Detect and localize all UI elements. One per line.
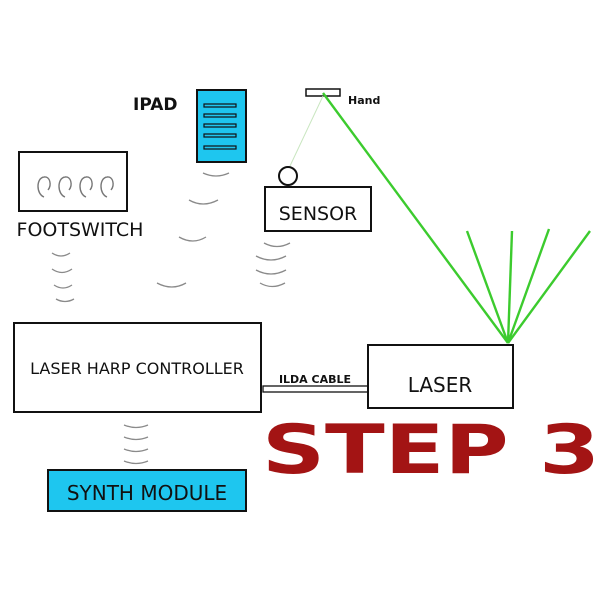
sensor: SENSOR <box>264 95 372 232</box>
hand: Hand <box>305 88 380 107</box>
wireless-arc-icon <box>51 172 291 465</box>
controller-box <box>13 322 262 413</box>
laser-harp-controller: LASER HARP CONTROLLER <box>13 322 262 413</box>
hand-label: Hand <box>348 94 380 107</box>
synth-module: SYNTH MODULE <box>47 469 247 512</box>
laser-beam <box>322 92 509 344</box>
synth-module-box <box>47 469 247 512</box>
ilda-cable-line <box>262 385 370 393</box>
ipad-screen-lines <box>203 103 237 150</box>
ilda-cable: ILDA CABLE <box>262 373 370 393</box>
laser: LASER <box>367 344 514 409</box>
sensor-eye-icon <box>278 166 298 186</box>
laser-label: LASER <box>408 373 473 397</box>
step-title: STEP 3 <box>262 411 600 490</box>
laser-beam <box>465 230 510 344</box>
synth-module-label: SYNTH MODULE <box>67 481 227 505</box>
ipad-label: IPAD <box>133 95 178 115</box>
laser-beam <box>506 228 551 344</box>
pedal-icon <box>37 176 114 198</box>
footswitch-label: FOOTSWITCH <box>17 219 144 241</box>
laser-beam <box>507 230 591 344</box>
laser-box <box>367 344 514 409</box>
controller-label: LASER HARP CONTROLLER <box>30 359 244 378</box>
ipad-icon <box>196 89 247 163</box>
sensor-detection-line <box>289 95 324 167</box>
footswitch: FOOTSWITCH <box>17 151 144 241</box>
ilda-cable-label: ILDA CABLE <box>279 373 351 386</box>
sensor-box <box>264 186 372 232</box>
ipad-device: IPAD <box>133 89 247 163</box>
laser-beams <box>322 92 591 344</box>
laser-beam <box>506 230 514 344</box>
sensor-label: SENSOR <box>279 203 358 225</box>
footswitch-box <box>18 151 128 212</box>
